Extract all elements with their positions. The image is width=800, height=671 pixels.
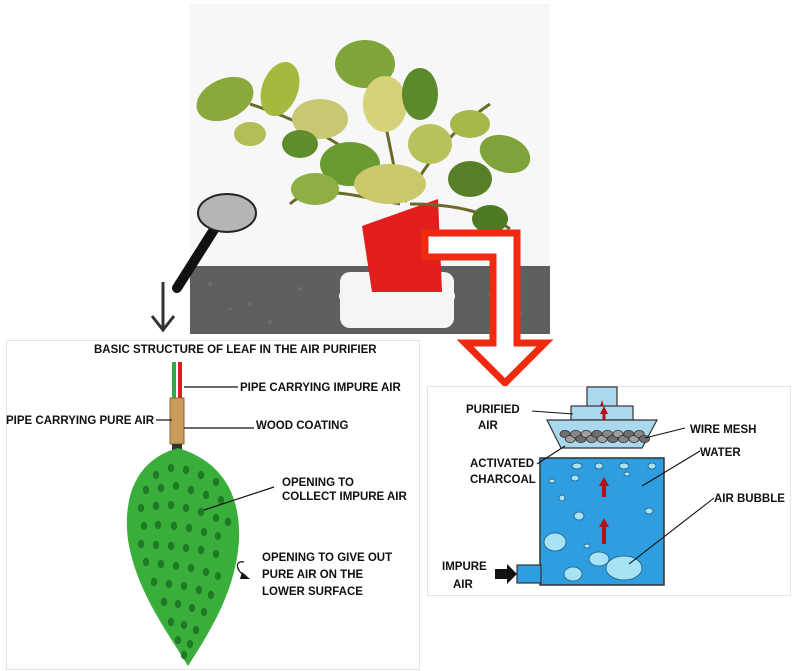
wood-coating-label: WOOD COATING — [256, 419, 348, 433]
impure-pipe-label: PIPE CARRYING IMPURE AIR — [240, 381, 401, 395]
impure-air-label-1: IMPURE — [442, 560, 487, 574]
impure-air-label-2: AIR — [453, 578, 473, 592]
down-arrow-icon — [148, 280, 178, 335]
collect-opening-label-1: OPENING TO — [282, 476, 354, 490]
leaf-panel-title: BASIC STRUCTURE OF LEAF IN THE AIR PURIF… — [94, 343, 377, 357]
pure-pipe-label: PIPE CARRYING PURE AIR — [6, 414, 154, 428]
magnifier-icon — [165, 190, 260, 295]
purified-air-label-2: AIR — [478, 419, 498, 433]
leaf-shape — [127, 448, 239, 666]
purified-air-label-1: PURIFIED — [466, 403, 520, 417]
give-out-label-2: PURE AIR ON THE — [262, 568, 363, 582]
water-label: WATER — [700, 446, 741, 460]
wood-coating — [170, 398, 184, 444]
give-out-label-3: LOWER SURFACE — [262, 585, 363, 599]
collect-opening-label-2: COLLECT IMPURE AIR — [282, 490, 407, 504]
give-out-label-1: OPENING TO GIVE OUT — [262, 551, 392, 565]
red-flow-arrow-icon — [420, 225, 570, 390]
activated-charcoal-label-2: CHARCOAL — [470, 473, 536, 487]
air-bubble-label: AIR BUBBLE — [714, 492, 785, 506]
activated-charcoal-label-1: ACTIVATED — [470, 457, 534, 471]
wire-mesh-label: WIRE MESH — [690, 423, 756, 437]
pure-air-pipe — [172, 362, 176, 400]
impure-air-pipe — [178, 362, 182, 400]
